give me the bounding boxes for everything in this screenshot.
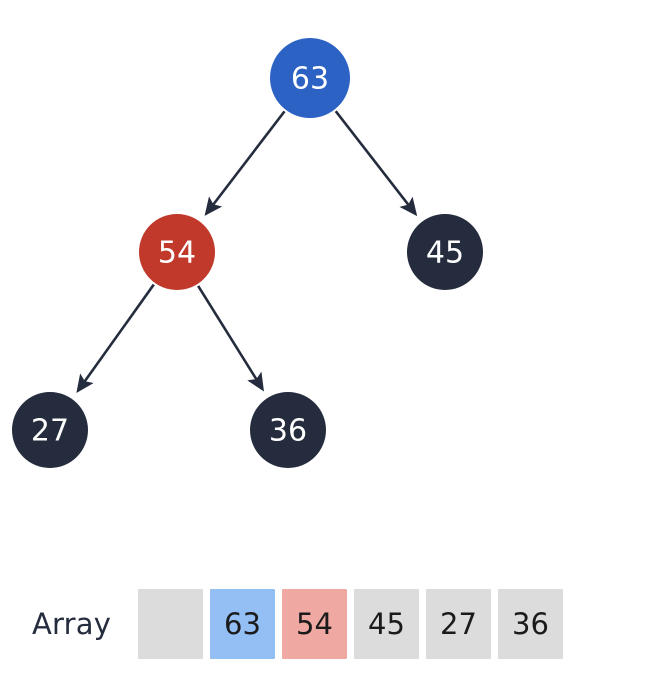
tree-node-circle-54 — [139, 214, 215, 290]
array-cell-1[interactable]: 63 — [210, 589, 275, 659]
tree-node-label-54: 54 — [158, 236, 196, 271]
array-cell-3[interactable]: 45 — [354, 589, 419, 659]
tree-edges — [76, 110, 418, 394]
tree-node-circle-36 — [250, 392, 326, 468]
tree-nodes: 63 54 45 27 36 — [12, 38, 483, 468]
tree-node-circle-63 — [270, 38, 350, 118]
array-label: Array — [32, 607, 112, 641]
tree-node-36[interactable]: 36 — [250, 392, 326, 468]
array-cell-5[interactable]: 36 — [498, 589, 563, 659]
tree-edge-63-to-45 — [334, 110, 418, 217]
array-cell-2[interactable]: 54 — [282, 589, 347, 659]
tree-node-63[interactable]: 63 — [270, 38, 350, 118]
tree-edge-63-to-54 — [204, 110, 286, 216]
binary-tree-diagram: 63 54 45 27 36 — [12, 38, 483, 468]
tree-node-circle-27 — [12, 392, 88, 468]
tree-node-label-36: 36 — [269, 414, 307, 449]
tree-node-label-27: 27 — [31, 414, 69, 449]
tree-node-27[interactable]: 27 — [12, 392, 88, 468]
tree-edge-54-to-27 — [76, 283, 155, 394]
tree-node-circle-45 — [407, 214, 483, 290]
tree-node-label-45: 45 — [426, 236, 464, 271]
tree-node-label-63: 63 — [291, 62, 329, 97]
tree-edge-54-to-36 — [197, 285, 264, 392]
array-cell-4[interactable]: 27 — [426, 589, 491, 659]
tree-node-45[interactable]: 45 — [407, 214, 483, 290]
array-cell-0[interactable] — [138, 589, 203, 659]
tree-node-54[interactable]: 54 — [139, 214, 215, 290]
